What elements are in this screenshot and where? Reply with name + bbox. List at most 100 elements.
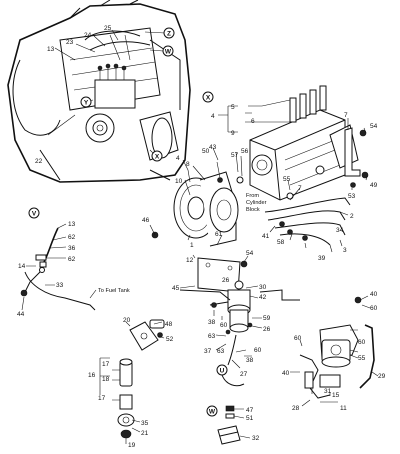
- callout-19: 19: [128, 442, 136, 449]
- callout-50: 50: [202, 148, 210, 155]
- callout-42: 42: [259, 294, 267, 301]
- callout-43: 43: [209, 144, 217, 151]
- view-marker-w-detail: W: [206, 405, 218, 417]
- callout-1: 1: [190, 242, 194, 249]
- svg-text:W: W: [209, 409, 216, 416]
- callout-25: 25: [104, 25, 112, 32]
- callout-21: 21: [141, 430, 149, 437]
- callout-23: 23: [66, 39, 74, 46]
- callout-26b: 26: [263, 326, 271, 333]
- callout-20: 20: [123, 317, 131, 324]
- view-marker-v-left: V: [28, 207, 40, 219]
- callout-27: 27: [240, 371, 248, 378]
- callout-29: 29: [378, 373, 386, 380]
- callout-53: 53: [348, 193, 356, 200]
- callout-18: 18: [102, 376, 110, 383]
- callout-61: 61: [215, 231, 223, 238]
- callout-7b: 7: [298, 185, 302, 192]
- callout-16: 16: [88, 372, 96, 379]
- callout-41: 41: [262, 233, 270, 240]
- callout-11: 11: [340, 405, 347, 412]
- callout-38: 38: [208, 319, 216, 326]
- callout-57: 57: [231, 152, 239, 159]
- callout-40b: 40: [282, 370, 290, 377]
- callout-17b: 17: [98, 395, 106, 402]
- callout-12: 12: [186, 257, 194, 264]
- callout-30: 30: [259, 284, 267, 291]
- injector-assembly: [117, 319, 165, 439]
- callout-17: 17: [102, 361, 110, 368]
- callout-32: 32: [252, 435, 260, 442]
- callout-60b: 60: [254, 347, 262, 354]
- callout-35: 35: [141, 420, 149, 427]
- fuel-filter-secondary: [299, 296, 375, 399]
- callout-60d: 60: [358, 339, 366, 346]
- note-cylinder: Cylinder: [246, 200, 267, 206]
- callout-13b: 13: [68, 221, 76, 228]
- svg-text:W: W: [165, 49, 172, 56]
- callout-63: 63: [208, 333, 216, 340]
- callout-56: 56: [241, 148, 249, 155]
- svg-text:U: U: [220, 368, 225, 375]
- callout-60c: 60: [370, 305, 378, 312]
- view-marker-x-callout: X: [202, 91, 214, 103]
- injection-pump: [249, 85, 359, 201]
- callout-4b: 4: [176, 155, 180, 162]
- view-marker-u: U: [216, 364, 228, 376]
- callout-63b: 63: [217, 348, 225, 355]
- svg-text:Y: Y: [84, 100, 89, 107]
- clamp-detail-w: [217, 405, 241, 445]
- engine-block: [7, 0, 191, 183]
- injection-lines: [264, 197, 351, 246]
- callout-13: 13: [47, 46, 55, 53]
- callout-47: 47: [246, 407, 254, 414]
- callout-48: 48: [165, 321, 173, 328]
- callout-33: 33: [56, 282, 64, 289]
- callout-31: 31: [324, 388, 332, 395]
- svg-text:X: X: [206, 95, 211, 102]
- callout-10: 10: [175, 178, 183, 185]
- callout-45: 45: [172, 285, 180, 292]
- view-marker-x: X: [151, 150, 163, 162]
- callout-9: 9: [231, 130, 235, 137]
- callout-58: 58: [277, 239, 285, 246]
- callout-46: 46: [142, 217, 150, 224]
- callout-52: 52: [166, 336, 174, 343]
- callout-39: 39: [318, 255, 326, 262]
- callout-62: 62: [68, 234, 76, 241]
- view-marker-y: Y: [80, 96, 92, 108]
- callout-24: 24: [84, 32, 92, 39]
- callout-51: 51: [246, 415, 254, 422]
- callout-2: 2: [350, 213, 354, 220]
- view-marker-w: W: [162, 45, 174, 57]
- callout-14: 14: [18, 263, 26, 270]
- callout-60: 60: [220, 322, 228, 329]
- callout-26a: 26: [222, 277, 230, 284]
- fuel-filter-primary: [227, 280, 251, 333]
- view-marker-z: Z: [163, 27, 175, 39]
- callout-22: 22: [35, 158, 43, 165]
- callout-54b: 54: [246, 250, 254, 257]
- svg-text:V: V: [32, 211, 37, 218]
- callout-37: 37: [204, 348, 212, 355]
- callout-3: 3: [343, 247, 347, 254]
- callout-15: 15: [332, 392, 340, 399]
- callout-62b: 62: [68, 256, 76, 263]
- callout-28: 28: [292, 405, 300, 412]
- callout-44: 44: [17, 311, 25, 318]
- callout-54: 54: [370, 123, 378, 130]
- callout-59: 59: [263, 315, 271, 322]
- fuel-line-assembly-v: [20, 227, 96, 311]
- callout-6: 6: [251, 118, 255, 125]
- drive-gear-assembly: [173, 171, 244, 247]
- callout-55: 55: [283, 176, 291, 183]
- callout-34: 34: [336, 227, 344, 234]
- note-from: From: [246, 193, 259, 199]
- callout-7: 7: [344, 112, 348, 119]
- callout-55b: 55: [358, 355, 366, 362]
- note-block: Block: [246, 207, 260, 213]
- injection-pump-on-engine: [94, 63, 136, 109]
- callout-60e: 60: [294, 335, 302, 342]
